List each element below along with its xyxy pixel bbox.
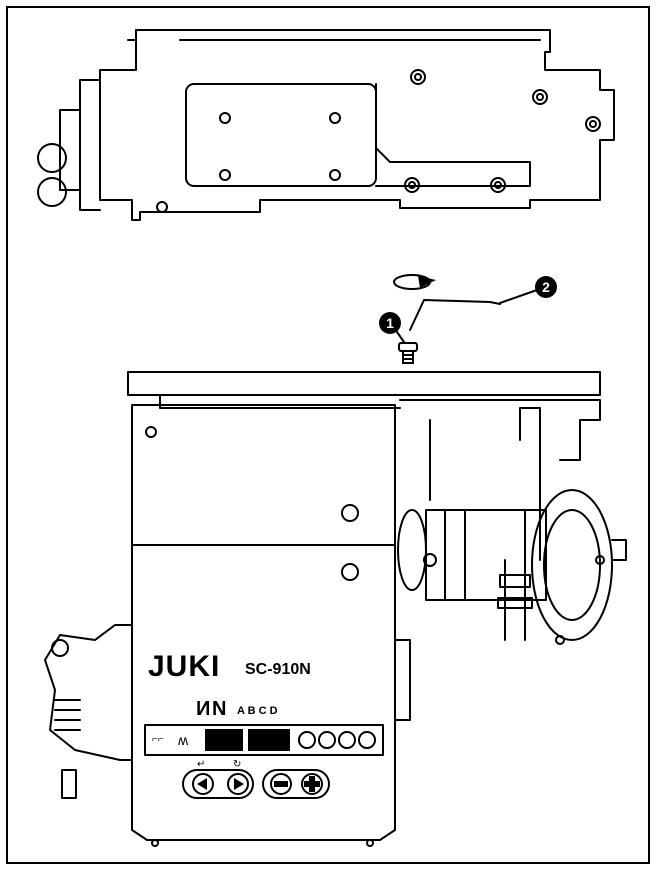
indicator-b — [318, 731, 336, 749]
mode-letters: A B C D — [237, 705, 278, 717]
indicator-c — [338, 731, 356, 749]
motor-flange — [531, 489, 613, 641]
rotation-arrow-icon — [393, 274, 436, 290]
control-panel-strip: ⌐⌐ ʍ — [144, 724, 384, 756]
clutch-lever-assembly — [44, 624, 133, 799]
control-buttons: ↵ ↻ — [182, 759, 330, 799]
hex-wrench — [409, 299, 501, 331]
brand-logo: JUKI — [148, 650, 220, 683]
reset-icon: ↻ — [233, 759, 241, 770]
screw-leader-line — [396, 331, 405, 343]
zigzag-icon: ʍ — [178, 732, 189, 748]
control-box — [131, 404, 411, 841]
left-button[interactable] — [192, 773, 214, 795]
top-mounting-rail — [127, 371, 601, 409]
callout-screw-label: 1 — [386, 315, 394, 331]
left-arrow-icon — [197, 778, 207, 790]
callout-wrench: 2 — [535, 276, 557, 298]
plate-hole-left-1 — [37, 143, 67, 173]
screw — [398, 342, 418, 364]
motor-assembly — [397, 399, 627, 645]
plus-icon — [304, 776, 320, 792]
return-icon: ↵ — [197, 759, 205, 770]
minus-button[interactable] — [270, 773, 292, 795]
mode-label-prefix: И — [196, 698, 210, 720]
stitch-pattern-icon: ⌐⌐ — [152, 734, 164, 745]
plate-hole-left-2 — [37, 177, 67, 207]
right-arrow-icon — [234, 778, 244, 790]
indicator-d — [358, 731, 376, 749]
adjust-rod — [519, 407, 541, 561]
display-left — [205, 729, 243, 751]
indicator-a — [298, 731, 316, 749]
wrench-leader-line — [499, 289, 538, 304]
mounting-plate — [37, 29, 615, 221]
mode-label: N — [212, 698, 226, 720]
figure-frame — [6, 6, 650, 864]
model-label: SC-910N — [245, 661, 311, 678]
minus-icon — [274, 781, 288, 787]
callout-screw: 1 — [379, 312, 401, 334]
plus-button[interactable] — [301, 773, 323, 795]
callout-wrench-label: 2 — [542, 279, 550, 295]
display-right — [248, 729, 290, 751]
right-button[interactable] — [227, 773, 249, 795]
